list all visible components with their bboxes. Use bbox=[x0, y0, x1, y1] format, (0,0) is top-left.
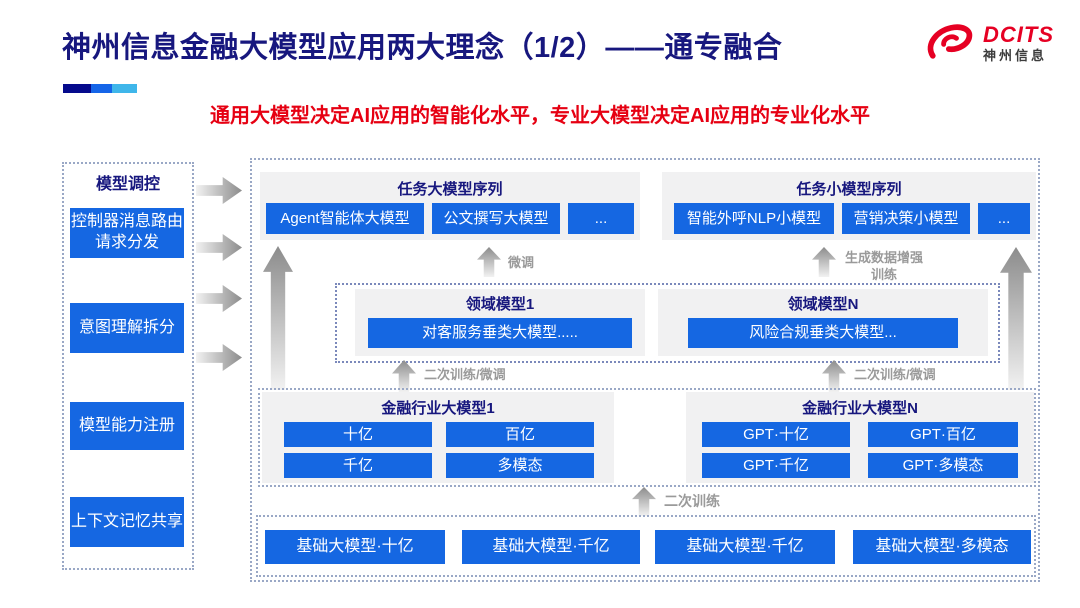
domain-model-1-title: 领域模型1 bbox=[465, 296, 535, 313]
task-large-series-panel: 任务大模型序列 Agent智能体大模型 公文撰写大模型 ... bbox=[260, 172, 640, 240]
industry-model-1-title: 金融行业大模型1 bbox=[381, 400, 495, 417]
arrow-up-gendata-icon bbox=[812, 247, 836, 277]
node-risk-compliance-model: 风险合规垂类大模型... bbox=[688, 318, 958, 348]
node-more-large-models: ... bbox=[568, 203, 634, 234]
node-gpt-10b-model: GPT·百亿 bbox=[868, 422, 1018, 447]
sidebar-item-registry: 模型能力注册 bbox=[70, 402, 184, 450]
sidebar-item-context: 上下文记忆共享 bbox=[70, 497, 184, 547]
node-base-model-multimodal: 基础大模型·多模态 bbox=[853, 530, 1031, 564]
domain-model-1-panel: 领域模型1 对客服务垂类大模型..... bbox=[355, 289, 645, 356]
arrow-right-icon bbox=[196, 234, 242, 261]
arrow-up-icon bbox=[263, 246, 293, 390]
page-title: 神州信息金融大模型应用两大理念（1/2）——通专融合 bbox=[62, 32, 783, 64]
node-gpt-1b-model: GPT·十亿 bbox=[702, 422, 850, 447]
domain-model-n-panel: 领域模型N 风险合规垂类大模型... bbox=[658, 289, 988, 356]
node-base-model-100b-a: 基础大模型·千亿 bbox=[462, 530, 640, 564]
base-models-box bbox=[256, 515, 1036, 577]
node-outbound-nlp-model: 智能外呼NLP小模型 bbox=[674, 203, 834, 234]
node-base-model-100b-b: 基础大模型·千亿 bbox=[655, 530, 835, 564]
task-small-series-panel: 任务小模型序列 智能外呼NLP小模型 营销决策小模型 ... bbox=[662, 172, 1036, 240]
arrow-up-retrain2-icon bbox=[632, 487, 656, 516]
node-gpt-multimodal-model: GPT·多模态 bbox=[868, 453, 1018, 478]
domain-models-box bbox=[335, 283, 1000, 363]
node-1b-model: 十亿 bbox=[284, 422, 432, 447]
industry-models-box bbox=[258, 388, 1036, 487]
label-gen-data-train: 生成数据增强训练 bbox=[844, 250, 923, 282]
label-retrain: 二次训练 bbox=[664, 493, 720, 509]
node-document-writing-model: 公文撰写大模型 bbox=[432, 203, 560, 234]
arrow-right-icon bbox=[196, 344, 242, 371]
arrow-up-retrain-icon bbox=[392, 360, 416, 392]
label-fine-tune: 微调 bbox=[508, 255, 535, 270]
sidebar-item-router: 控制器消息路由请求分发 bbox=[70, 208, 184, 258]
dcits-swirl-icon bbox=[927, 24, 973, 59]
node-more-small-models: ... bbox=[978, 203, 1030, 234]
logo-company-name: 神州信息 bbox=[983, 47, 1048, 63]
node-customer-service-model: 对客服务垂类大模型..... bbox=[368, 318, 632, 348]
arrow-up-finetune-icon bbox=[477, 247, 501, 277]
sidebar-item-intent: 意图理解拆分 bbox=[70, 303, 184, 353]
node-marketing-decision-model: 营销决策小模型 bbox=[842, 203, 970, 234]
node-10b-model: 百亿 bbox=[446, 422, 594, 447]
node-multimodal-model: 多模态 bbox=[446, 453, 594, 478]
node-100b-model: 千亿 bbox=[284, 453, 432, 478]
industry-model-n-title: 金融行业大模型N bbox=[802, 400, 918, 417]
company-logo: DCITS 神州信息 bbox=[924, 22, 1054, 64]
node-agent-large-model: Agent智能体大模型 bbox=[266, 203, 424, 234]
industry-model-n-panel: 金融行业大模型N GPT·十亿 GPT·百亿 GPT·千亿 GPT·多模态 bbox=[686, 392, 1034, 483]
arrow-up-icon bbox=[1000, 247, 1032, 390]
sidebar-title: 模型调控 bbox=[95, 176, 160, 193]
industry-model-1-panel: 金融行业大模型1 十亿 百亿 千亿 多模态 bbox=[262, 392, 614, 483]
arrow-right-icon bbox=[196, 177, 242, 204]
logo-text: DCITS bbox=[983, 21, 1054, 47]
arrow-up-retrain-icon bbox=[822, 360, 846, 392]
node-gpt-100b-model: GPT·千亿 bbox=[702, 453, 850, 478]
task-small-series-title: 任务小模型序列 bbox=[796, 181, 902, 198]
architecture-outer-box bbox=[250, 158, 1040, 582]
slide-subtitle: 通用大模型决定AI应用的智能化水平，专业大模型决定AI应用的专业化水平 bbox=[210, 105, 870, 127]
label-retrain-finetune-left: 二次训练/微调 bbox=[424, 367, 506, 382]
domain-model-n-title: 领域模型N bbox=[787, 296, 859, 313]
title-accent-bar bbox=[63, 84, 137, 93]
model-control-panel bbox=[62, 162, 194, 570]
arrow-right-icon bbox=[196, 285, 242, 312]
node-base-model-1b: 基础大模型·十亿 bbox=[265, 530, 445, 564]
label-retrain-finetune-right: 二次训练/微调 bbox=[854, 367, 936, 382]
task-large-series-title: 任务大模型序列 bbox=[397, 181, 503, 198]
